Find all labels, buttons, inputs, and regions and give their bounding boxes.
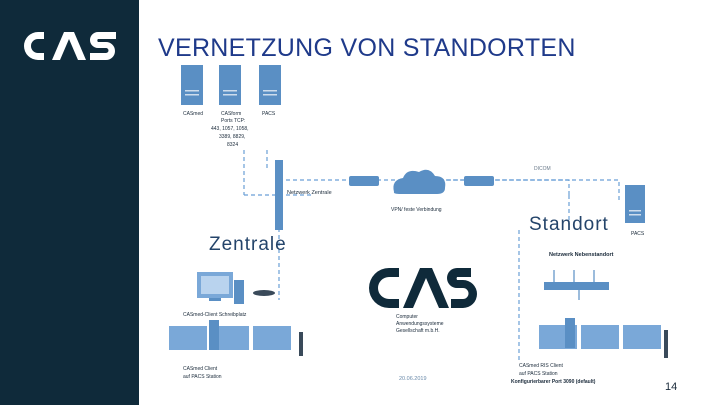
- port-line: 3389, 8829,: [219, 134, 246, 140]
- router-icon: [464, 176, 494, 186]
- connection-lines: [243, 150, 620, 360]
- workstation-schreibplatz: [197, 272, 275, 304]
- port-label: Konfigurierbarer Port 3090 (default): [511, 379, 596, 385]
- zentrale-label: Zentrale: [209, 234, 287, 255]
- diagram-graphics: [169, 65, 668, 360]
- server-label: CASmed: [183, 111, 204, 117]
- router-icon: [349, 176, 379, 186]
- standort-client-label: CASmed RIS Client: [519, 363, 563, 369]
- company-line: Gesellschaft m.b.H.: [396, 328, 440, 334]
- server-label: CASform: [221, 111, 242, 117]
- date-label: 20.06.2019: [399, 376, 427, 382]
- workstation-pacs-station: [169, 320, 303, 356]
- pacs-standort-label: PACS: [631, 231, 645, 237]
- standort-client-label: auf PACS Station: [519, 371, 558, 377]
- network-switch-standort: [544, 282, 609, 290]
- client-schreibplatz-label: CASmed-Client Schreibplatz: [183, 312, 247, 318]
- client-pacs-label: CASmed Client: [183, 366, 218, 372]
- dicom-label: DICOM: [534, 166, 551, 172]
- network-diagram: CASmed CASform PACS Ports TCP: 443, 1057…: [139, 0, 720, 405]
- cas-logo: [369, 268, 478, 308]
- network-switch-zentrale: [275, 160, 283, 230]
- company-line: Anwendungssysteme: [396, 321, 444, 327]
- port-line: 8324: [227, 142, 239, 148]
- workstation-standort: [539, 318, 668, 358]
- netzwerk-zentrale-label: Netzwerk Zentrale: [287, 190, 332, 196]
- sidebar: [0, 0, 139, 405]
- server-icon: [181, 65, 203, 105]
- server-group: [181, 65, 645, 223]
- cloud-icon: [393, 169, 446, 194]
- company-line: Computer: [396, 314, 418, 320]
- vpn-label: VPN/ feste Verbindung: [391, 207, 442, 213]
- server-icon: [259, 65, 281, 105]
- cas-logo: [24, 32, 116, 60]
- port-line: 443, 1057, 1058,: [211, 126, 249, 132]
- slide-title: VERNETZUNG VON STANDORTEN: [158, 34, 576, 62]
- netzwerk-nebenstandort-label: Netzwerk Nebenstandort: [549, 252, 614, 258]
- server-icon: [219, 65, 241, 105]
- port-line: Ports TCP:: [221, 118, 246, 124]
- server-label: PACS: [262, 111, 276, 117]
- client-pacs-label: auf PACS Station: [183, 374, 222, 380]
- page-number: 14: [665, 381, 678, 393]
- line-dicom: [439, 179, 620, 200]
- switch-ports: [553, 270, 595, 300]
- standort-label: Standort: [529, 214, 609, 235]
- server-icon: [625, 185, 645, 223]
